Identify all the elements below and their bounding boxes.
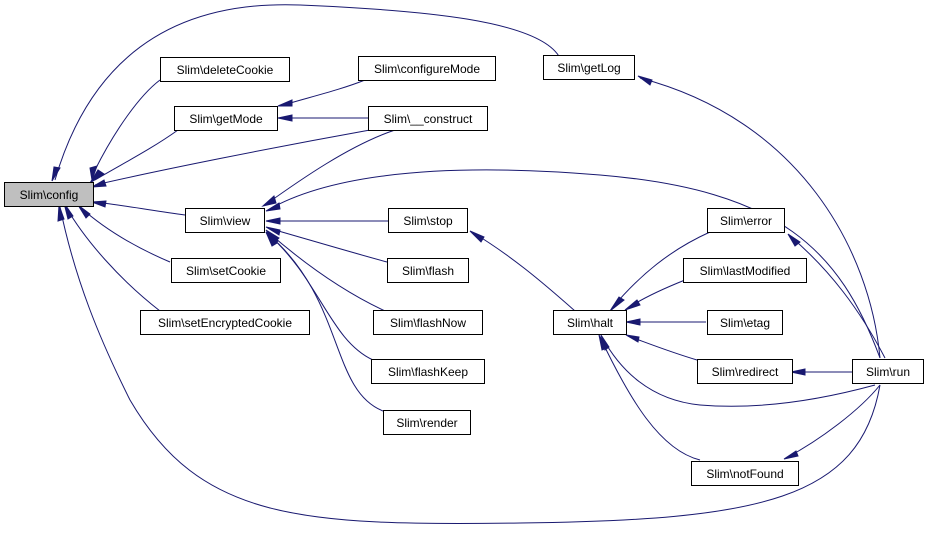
node-view-label: Slim\view bbox=[200, 214, 251, 228]
edge-construct-getMode bbox=[277, 114, 370, 122]
edge-flashNow-view bbox=[265, 229, 386, 312]
node-notFound-label: Slim\notFound bbox=[706, 467, 783, 481]
edge-halt-stop bbox=[469, 230, 576, 312]
node-setCookie-label: Slim\setCookie bbox=[186, 264, 266, 278]
node-setCookie[interactable]: Slim\setCookie bbox=[171, 258, 281, 283]
node-etag[interactable]: Slim\etag bbox=[707, 310, 783, 335]
nodes: Slim\config Slim\deleteCookie Slim\getMo… bbox=[4, 55, 924, 486]
node-render-label: Slim\render bbox=[396, 416, 457, 430]
edges bbox=[51, 4, 886, 525]
node-run-label: Slim\run bbox=[866, 365, 910, 379]
node-deleteCookie[interactable]: Slim\deleteCookie bbox=[160, 57, 290, 82]
node-getMode-label: Slim\getMode bbox=[189, 112, 263, 126]
edge-construct-view bbox=[261, 129, 396, 207]
edge-setCookie-config bbox=[77, 204, 171, 263]
node-construct-label: Slim\__construct bbox=[384, 112, 473, 126]
edge-deleteCookie-config bbox=[89, 79, 161, 182]
edge-configureMode-getMode bbox=[277, 79, 366, 107]
node-render[interactable]: Slim\render bbox=[383, 410, 471, 435]
edge-getLog-config bbox=[51, 4, 561, 182]
node-configureMode[interactable]: Slim\configureMode bbox=[358, 56, 496, 81]
edge-error-halt bbox=[609, 231, 711, 312]
node-getMode[interactable]: Slim\getMode bbox=[174, 106, 278, 131]
node-halt-label: Slim\halt bbox=[567, 316, 614, 330]
node-stop-label: Slim\stop bbox=[403, 214, 453, 228]
node-configureMode-label: Slim\configureMode bbox=[374, 62, 480, 76]
edge-construct-config bbox=[91, 129, 371, 188]
edge-run-config bbox=[57, 204, 881, 525]
edge-run-redirect bbox=[790, 368, 852, 376]
edge-view-config bbox=[91, 200, 186, 216]
node-setEncryptedCookie[interactable]: Slim\setEncryptedCookie bbox=[140, 310, 310, 335]
node-getLog-label: Slim\getLog bbox=[557, 61, 620, 75]
node-flash[interactable]: Slim\flash bbox=[387, 258, 469, 283]
edge-run-notFound bbox=[783, 384, 881, 460]
edge-run-error bbox=[787, 233, 886, 359]
node-error-label: Slim\error bbox=[720, 214, 772, 228]
edge-flash-view bbox=[265, 226, 388, 263]
node-deleteCookie-label: Slim\deleteCookie bbox=[177, 63, 274, 77]
node-setEncryptedCookie-label: Slim\setEncryptedCookie bbox=[158, 316, 292, 330]
edge-lastModified-halt bbox=[624, 279, 686, 311]
edge-render-view bbox=[265, 231, 384, 412]
node-lastModified-label: Slim\lastModified bbox=[700, 264, 791, 278]
node-config[interactable]: Slim\config bbox=[4, 182, 94, 207]
node-halt[interactable]: Slim\halt bbox=[553, 310, 627, 335]
edge-redirect-halt bbox=[625, 334, 698, 361]
node-etag-label: Slim\etag bbox=[720, 316, 770, 330]
node-flashKeep-label: Slim\flashKeep bbox=[388, 365, 468, 379]
node-lastModified[interactable]: Slim\lastModified bbox=[683, 258, 807, 283]
node-run[interactable]: Slim\run bbox=[852, 359, 924, 384]
node-redirect-label: Slim\redirect bbox=[712, 365, 779, 379]
edge-run-view bbox=[265, 169, 881, 359]
edge-setEncryptedCookie-config bbox=[63, 202, 161, 312]
edge-etag-halt bbox=[625, 318, 706, 326]
edge-run-getLog bbox=[637, 75, 881, 359]
node-redirect[interactable]: Slim\redirect bbox=[697, 359, 793, 384]
node-notFound[interactable]: Slim\notFound bbox=[691, 461, 799, 486]
node-view[interactable]: Slim\view bbox=[185, 208, 265, 233]
node-flashNow[interactable]: Slim\flashNow bbox=[373, 310, 483, 335]
node-flashKeep[interactable]: Slim\flashKeep bbox=[371, 359, 485, 384]
node-error[interactable]: Slim\error bbox=[707, 208, 785, 233]
node-construct[interactable]: Slim\__construct bbox=[368, 106, 488, 131]
node-stop[interactable]: Slim\stop bbox=[388, 208, 468, 233]
node-config-label: Slim\config bbox=[20, 188, 79, 202]
node-getLog[interactable]: Slim\getLog bbox=[543, 55, 635, 80]
edge-notFound-halt bbox=[598, 334, 701, 461]
edge-getMode-config bbox=[89, 129, 179, 184]
node-flash-label: Slim\flash bbox=[402, 264, 454, 278]
edge-stop-view bbox=[265, 217, 388, 225]
node-flashNow-label: Slim\flashNow bbox=[390, 316, 466, 330]
